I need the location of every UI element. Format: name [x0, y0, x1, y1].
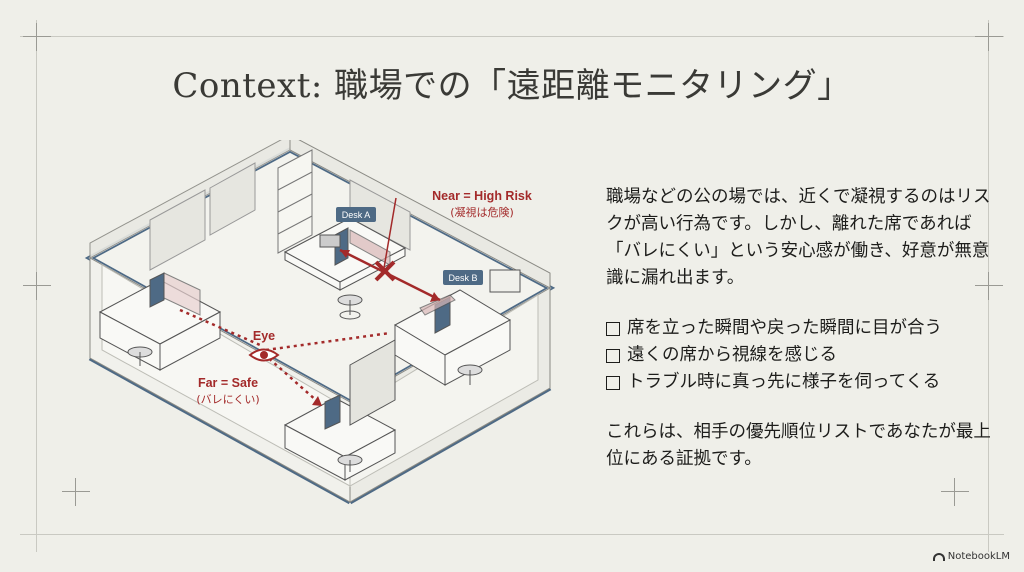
crosshair-top-left	[23, 23, 51, 51]
chair-front	[337, 454, 363, 472]
intro-paragraph: 職場などの公の場では、近くで凝視するのはリスクが高い行為です。しかし、離れた席で…	[606, 187, 991, 288]
notebooklm-watermark: NotebookLM	[932, 551, 1010, 562]
brand-label: NotebookLM	[947, 551, 1010, 562]
left-desk-cluster	[98, 272, 222, 371]
desk-a-label: Desk A	[342, 210, 371, 220]
eye-icon	[248, 348, 280, 362]
near-sublabel: (凝視は危険)	[450, 205, 514, 219]
near-arrow-head-a	[340, 250, 350, 258]
crosshair-bottom-left	[62, 478, 90, 506]
checklist-item-text: 遠くの席から視線を感じる	[627, 345, 837, 365]
page-title: Context: 職場での「遠距離モニタリング」	[172, 66, 852, 106]
notebooklm-logo-icon	[932, 552, 945, 561]
near-label: Near = High Risk	[432, 189, 532, 203]
crosshair-mid-right	[975, 272, 1003, 300]
desk-b-label: Desk B	[448, 273, 477, 283]
crosshair-bottom-right	[941, 478, 969, 506]
near-arrow-head-b	[430, 292, 440, 302]
eye-label: Eye	[253, 329, 275, 343]
crosshair-mid-left	[23, 272, 51, 300]
far-sublabel: (バレにくい)	[196, 393, 259, 406]
checkbox-icon	[606, 321, 620, 336]
checklist-item: トラブル時に真っ先に様子を伺ってくる	[606, 369, 996, 396]
checklist-item: 遠くの席から視線を感じる	[606, 342, 996, 369]
chair-b	[457, 364, 483, 385]
risk-cross-mark	[374, 260, 396, 282]
checklist-item-text: トラブル時に真っ先に様子を伺ってくる	[627, 372, 941, 392]
near-label-leader	[383, 197, 397, 269]
checkbox-icon	[606, 348, 620, 363]
chair-left	[127, 346, 153, 366]
checklist: 席を立った瞬間や戻った瞬間に目が合う 遠くの席から視線を感じる トラブル時に真っ…	[606, 315, 996, 396]
bookshelf	[277, 149, 313, 254]
frame-line-top	[20, 36, 1004, 37]
far-label: Far = Safe	[198, 376, 258, 390]
desk-b-tag	[443, 270, 483, 285]
explanation-panel: 職場などの公の場では、近くで凝視するのはリスクが高い行為です。しかし、離れた席で…	[606, 184, 996, 473]
office-diagram: Desk A Desk B Near = High Risk (凝視は危険) E…	[84, 140, 556, 505]
far-sightline-down	[263, 353, 319, 403]
frame-line-bottom	[20, 534, 1004, 535]
front-desk-cluster	[283, 339, 397, 481]
far-sightline-left	[179, 308, 261, 347]
desk-b-cluster	[393, 269, 521, 386]
crosshair-top-right	[975, 23, 1003, 51]
desk-a-tag	[336, 207, 376, 222]
window-panels	[149, 162, 411, 271]
checkbox-icon	[606, 375, 620, 390]
closing-paragraph: これらは、相手の優先順位リストであなたが最上位にある証拠です。	[606, 422, 991, 469]
checklist-item-text: 席を立った瞬間や戻った瞬間に目が合う	[627, 318, 942, 338]
far-arrow-head	[312, 396, 322, 406]
checklist-item: 席を立った瞬間や戻った瞬間に目が合う	[606, 315, 996, 342]
chair-a	[337, 294, 363, 320]
